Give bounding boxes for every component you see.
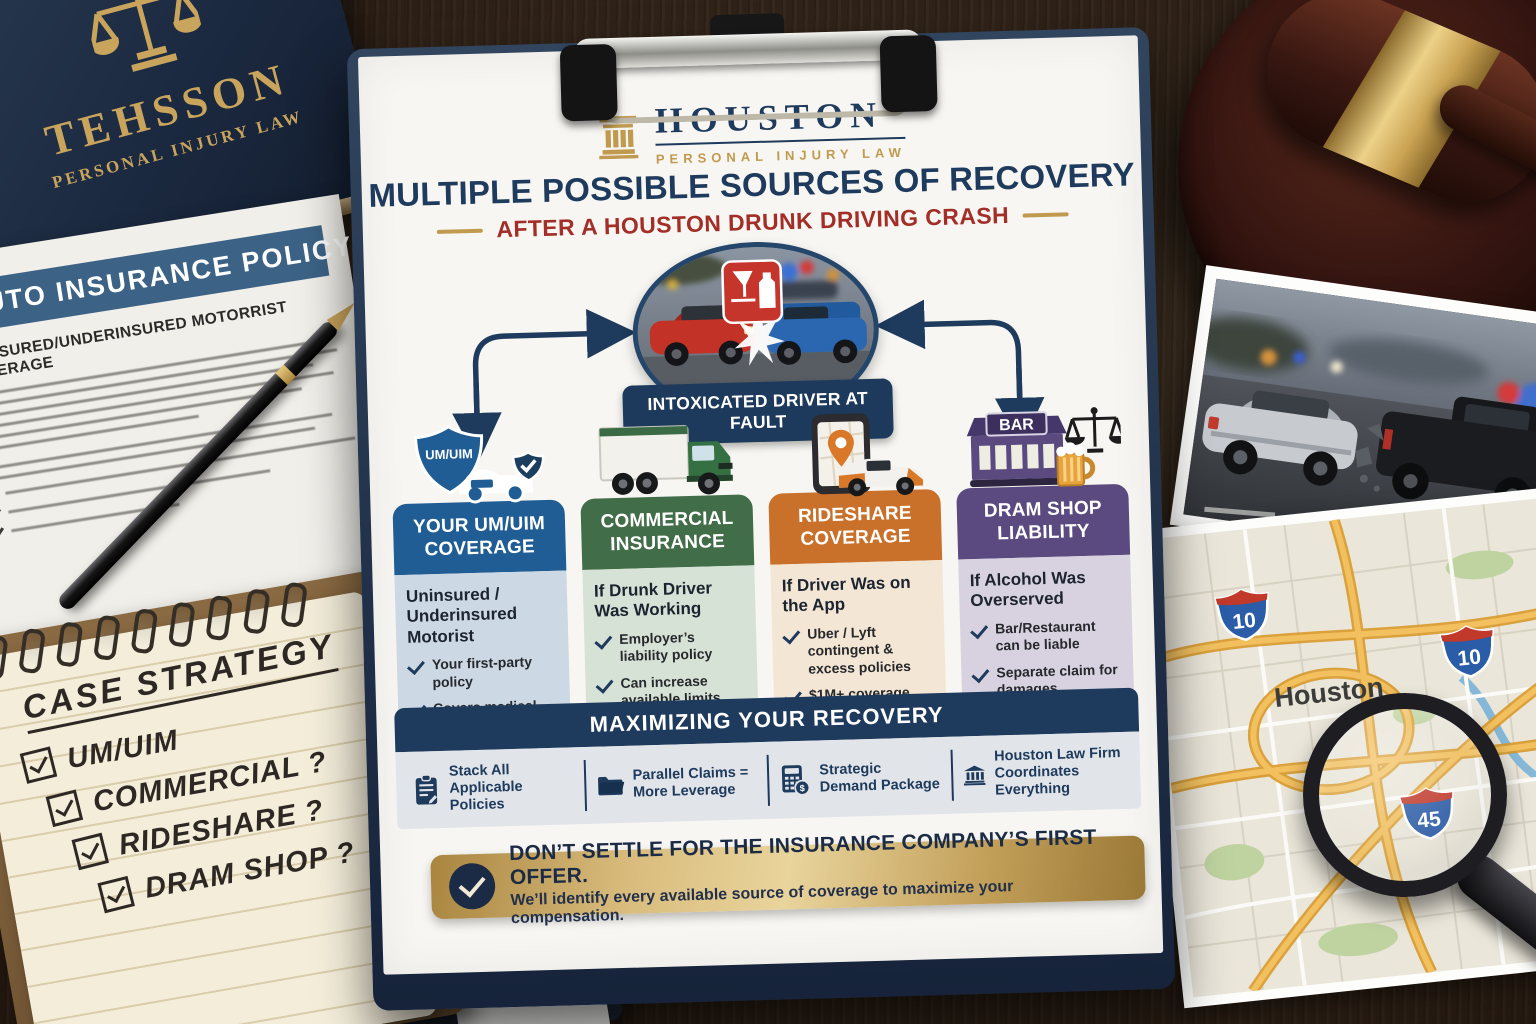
recovery-sources: UM/UIM YOUR UM/UIM COVERAGE Uninsured / … [391,407,1136,768]
notepad-item: UM/UIM [64,724,181,776]
check-icon [594,630,613,650]
check-icon [971,664,990,684]
svg-text:10: 10 [1231,609,1257,634]
check-icon [0,504,2,524]
check-icon [406,656,425,676]
calculator-icon: $ [781,764,811,796]
law-firm-logo: HOUSTON PERSONAL INJURY LAW [359,89,1140,175]
column-subtitle: If Drunk Driver Was Working [593,578,713,622]
dash-ornament [436,228,483,234]
umuim-shield-icon: UM/UIM [391,424,565,505]
checkbox-icon [19,746,58,784]
column-subtitle: If Driver Was on the App [781,572,911,616]
check-icon [595,674,614,694]
recovery-item: Stack All Applicable Policies [401,760,587,817]
rideshare-app-icon [767,413,941,497]
column-umuim: UM/UIM YOUR UM/UIM COVERAGE Uninsured / … [391,424,572,768]
infographic-paper: HOUSTON PERSONAL INJURY LAW MULTIPLE POS… [357,35,1164,975]
svg-text:BAR: BAR [999,416,1035,434]
recovery-item: Parallel Claims = More Leverage [585,754,771,812]
dash-ornament [1022,211,1070,218]
bank-icon [963,765,986,786]
svg-text:10: 10 [1457,645,1483,670]
check-icon [782,625,801,645]
checkbox-icon [45,789,84,828]
truck-icon [579,425,753,499]
law-book: TEHSSON PERSONAL INJURY LAW [0,0,391,290]
interstate-10-shield: 10 [1439,625,1494,678]
cta-banner: DON’T SETTLE FOR THE INSURANCE COMPANY’S… [430,826,1146,927]
check-icon [0,523,5,543]
column-rideshare: RIDESHARE COVERAGE If Driver Was on the … [767,413,948,737]
recovery-item: Houston Law Firm Coordinates Everything [952,745,1135,801]
bar-building-icon: BAR [954,407,1128,489]
clipboard: HOUSTON PERSONAL INJURY LAW MULTIPLE POS… [346,13,1176,1012]
column-subtitle: Uninsured / Underinsured Motorist [405,584,518,647]
clip-grip [559,43,618,122]
clipboard-icon [415,773,438,805]
clipboard-clip [559,13,938,137]
scales-of-justice-icon [0,0,348,128]
column-commercial: COMMERCIAL INSURANCE If Drunk Driver Was… [579,425,759,725]
clip-grip [879,34,938,113]
recovery-item: $ Strategic Demand Package [768,749,954,807]
check-icon [970,620,989,640]
magnifier-lens [1303,693,1507,897]
svg-text:UM/UIM: UM/UIM [425,446,473,462]
svg-text:$: $ [800,783,805,793]
checkbox-icon [71,832,110,871]
checkbox-icon [97,875,135,914]
column-dramshop: BAR [954,407,1135,715]
column-logo-icon [599,115,639,160]
column-subtitle: If Alcohol Was Overserved [969,567,1086,611]
folder-icon [597,776,624,796]
maximizing-recovery-section: MAXIMIZING YOUR RECOVERY Stack All Appli… [394,687,1142,830]
interstate-10-shield: 10 [1214,588,1269,642]
check-circle-icon [448,862,496,910]
alcohol-warning-icon [721,259,784,325]
